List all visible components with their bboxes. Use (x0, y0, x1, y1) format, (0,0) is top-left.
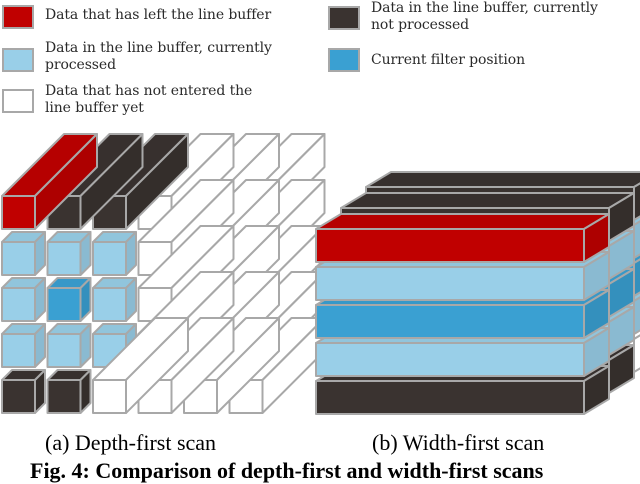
box-front-face (1, 333, 36, 368)
legend-label-line: Data in the line buffer, currently (45, 40, 272, 56)
legend-label-filter: Current filter position (371, 52, 525, 69)
cell-r4-c0-not-processed (1, 369, 46, 414)
box-front-face (46, 379, 82, 414)
caption-depth-first: (a) Depth-first scan (45, 430, 217, 455)
legend-label-line: not processed (371, 17, 470, 33)
legend-label-line: Data in the line buffer, currently (371, 0, 598, 16)
box-top-face (365, 171, 640, 188)
cell-r2-c2-processed (92, 277, 137, 322)
legend-label-left-buffer: Data that has left the line buffer (45, 7, 271, 24)
width-first-diagram (315, 171, 640, 415)
front-row0-left-buffer (315, 213, 610, 263)
cell-r4-c2-not-entered (92, 317, 189, 414)
depth-first-diagram (1, 133, 326, 414)
box-front-face (315, 266, 585, 301)
box-front-face (92, 379, 127, 414)
cell-r1-c0-processed (1, 231, 46, 276)
legend-label-line: Data that has left the line buffer (45, 7, 272, 23)
cell-r2-c0-processed (1, 277, 46, 322)
legend-swatch-filter (328, 48, 360, 72)
box-front-face (1, 379, 36, 414)
cell-r3-c0-processed (1, 323, 46, 368)
box-front-face (1, 241, 36, 276)
box-front-face (46, 287, 82, 322)
box-front-face (315, 342, 585, 377)
cell-r0-c0-left-buffer (1, 133, 98, 230)
box-front-face (315, 304, 585, 339)
box-front-face (92, 287, 127, 322)
legend-label-line: processed (45, 57, 116, 73)
box-top-face (315, 213, 610, 230)
box-front-face (315, 380, 585, 415)
cell-r1-c1-processed (46, 231, 92, 276)
caption-width-first: (b) Width-first scan (372, 430, 545, 455)
box-front-face (46, 333, 82, 368)
figure-caption: Fig. 4: Comparison of depth-first and wi… (30, 458, 544, 483)
box-front-face (92, 241, 127, 276)
legend-label-line: Data that has not entered the (45, 83, 253, 99)
box-front-face (1, 195, 36, 230)
cell-r4-c1-not-processed (46, 369, 92, 414)
legend-label-line: Current filter position (371, 52, 525, 68)
box-front-face (315, 228, 585, 263)
legend-swatch-processed (2, 48, 34, 72)
cell-r2-c1-filter (46, 277, 92, 322)
legend-swatch-not-entered (2, 89, 34, 113)
box-top-face (340, 192, 635, 209)
cell-r1-c2-processed (92, 231, 137, 276)
cell-r3-c1-processed (46, 323, 92, 368)
legend-swatch-not-processed (328, 6, 360, 30)
legend-label-line: line buffer yet (45, 100, 144, 116)
box-front-face (1, 287, 36, 322)
legend-swatch-left-buffer (2, 5, 34, 29)
box-front-face (46, 241, 82, 276)
